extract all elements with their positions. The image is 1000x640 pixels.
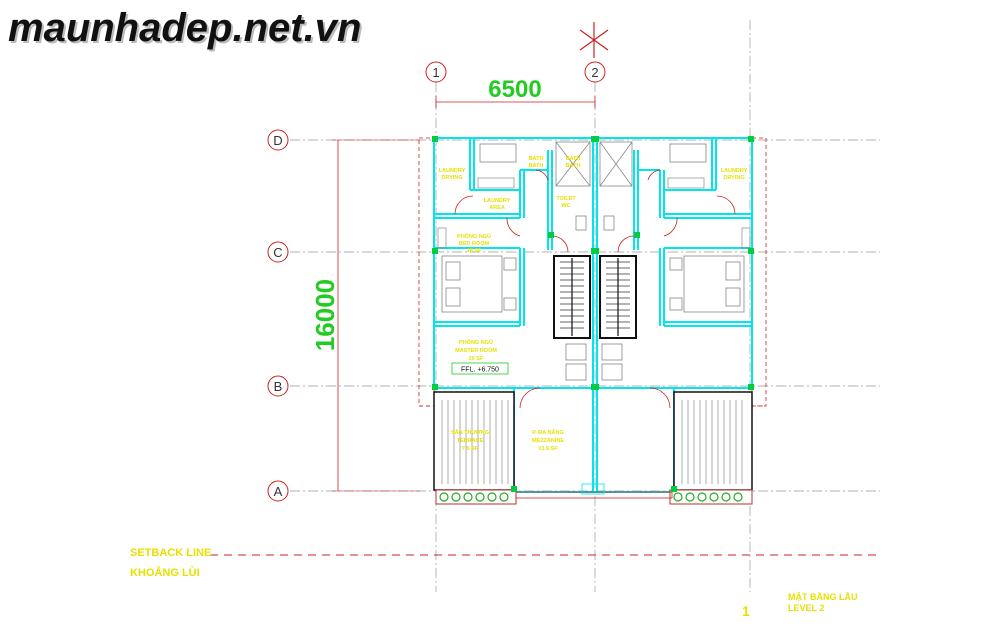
svg-text:BATH: BATH xyxy=(529,156,544,162)
svg-text:PHÒNG NGỦ: PHÒNG NGỦ xyxy=(457,232,491,240)
room-label-toilet: TOILET WC xyxy=(556,196,576,209)
svg-text:2: 2 xyxy=(591,65,598,80)
room-label-bath-left: BATH BATH xyxy=(529,156,544,169)
terrace-left xyxy=(433,391,515,491)
door-swings xyxy=(454,169,736,409)
svg-text:SETBACK LINE: SETBACK LINE xyxy=(130,547,211,559)
grid-bubble-B: B xyxy=(267,375,289,397)
room-label-bath-right: BATH BATH xyxy=(566,156,581,169)
svg-text:18 SF: 18 SF xyxy=(467,248,482,254)
grid-bubble-A: A xyxy=(267,480,289,502)
room-label-terrace: SÂN THƯỢNG TERRACE 7.5 SF xyxy=(451,429,489,452)
grid-bubble-D: D xyxy=(267,129,289,151)
svg-text:LEVEL 2: LEVEL 2 xyxy=(788,603,824,613)
svg-text:1: 1 xyxy=(742,603,750,619)
svg-text:BATH: BATH xyxy=(566,163,581,169)
room-label-master: PHÒNG NGỦ MASTER ROOM 20 SF xyxy=(455,338,497,362)
svg-text:BATH: BATH xyxy=(529,163,544,169)
svg-text:LAUNDRY: LAUNDRY xyxy=(484,198,511,204)
grid-bubble-2: 2 xyxy=(584,61,606,83)
room-label-laundry-right: LAUNDRY DRYING xyxy=(721,168,748,181)
room-label-laundry-small: LAUNDRY AREA xyxy=(484,198,511,211)
svg-text:1: 1 xyxy=(432,65,439,80)
svg-text:PHÒNG NGỦ: PHÒNG NGỦ xyxy=(459,338,493,346)
north-arrow-icon xyxy=(579,22,609,58)
svg-text:AREA: AREA xyxy=(489,205,505,211)
svg-text:MASTER ROOM: MASTER ROOM xyxy=(455,348,497,354)
svg-text:LAUNDRY: LAUNDRY xyxy=(439,168,466,174)
svg-text:A: A xyxy=(274,484,283,499)
ffl-tag: FFL. +6.750 xyxy=(451,362,509,375)
svg-text:20 SF: 20 SF xyxy=(469,356,484,362)
dimension-vertical: 16000 xyxy=(310,139,420,492)
svg-text:BED ROOM: BED ROOM xyxy=(459,241,490,247)
svg-text:MẶT BẰNG LẦU: MẶT BẰNG LẦU xyxy=(788,592,858,602)
landing-chairs xyxy=(565,343,623,381)
svg-text:C: C xyxy=(273,245,282,260)
setback-line: SETBACK LINE KHOẢNG LÙI xyxy=(130,547,880,579)
room-label-mezzanine: P. ĐA NĂNG MEZZANINE 13.6 SF xyxy=(532,429,564,452)
planter-left-icon xyxy=(435,489,517,505)
drawing-title: 1 MẶT BẰNG LẦU LEVEL 2 xyxy=(742,592,858,619)
room-label-laundry-left: LAUNDRY DRYING xyxy=(439,168,466,181)
bed-left-icon xyxy=(441,255,517,313)
svg-text:FFL. +6.750: FFL. +6.750 xyxy=(461,367,499,374)
planter-right-icon xyxy=(669,489,753,505)
wardrobes xyxy=(437,177,751,249)
watermark-logo: maunhadep.net.vn xyxy=(8,6,362,50)
svg-text:TOILET: TOILET xyxy=(556,196,576,202)
svg-text:KHOẢNG LÙI: KHOẢNG LÙI xyxy=(130,566,200,579)
svg-text:WC: WC xyxy=(561,203,570,209)
svg-text:TERRACE: TERRACE xyxy=(457,438,484,444)
svg-text:P. ĐA NĂNG: P. ĐA NĂNG xyxy=(532,429,563,436)
svg-text:DRYING: DRYING xyxy=(441,175,462,181)
svg-text:13.6 SF: 13.6 SF xyxy=(538,446,558,452)
svg-text:D: D xyxy=(273,133,282,148)
svg-text:MEZZANINE: MEZZANINE xyxy=(532,438,564,444)
svg-text:DRYING: DRYING xyxy=(723,175,744,181)
svg-text:SÂN THƯỢNG: SÂN THƯỢNG xyxy=(451,429,489,436)
svg-text:7.5 SF: 7.5 SF xyxy=(462,446,479,452)
svg-text:16000: 16000 xyxy=(310,279,340,351)
dimension-horizontal: 6500 xyxy=(435,76,596,108)
svg-text:BATH: BATH xyxy=(566,156,581,162)
svg-text:6500: 6500 xyxy=(488,76,541,103)
svg-text:LAUNDRY: LAUNDRY xyxy=(721,168,748,174)
staircase-icon xyxy=(553,255,637,339)
grid-bubble-C: C xyxy=(267,241,289,263)
room-label-bedroom: PHÒNG NGỦ BED ROOM 18 SF xyxy=(457,232,491,254)
bed-right-icon xyxy=(669,255,745,313)
bath-fixtures xyxy=(479,141,707,231)
terrace-right xyxy=(673,391,753,491)
balcony-rail xyxy=(515,483,673,499)
structural-columns xyxy=(432,136,754,492)
grid-bubble-1: 1 xyxy=(425,61,447,83)
svg-text:B: B xyxy=(274,379,283,394)
